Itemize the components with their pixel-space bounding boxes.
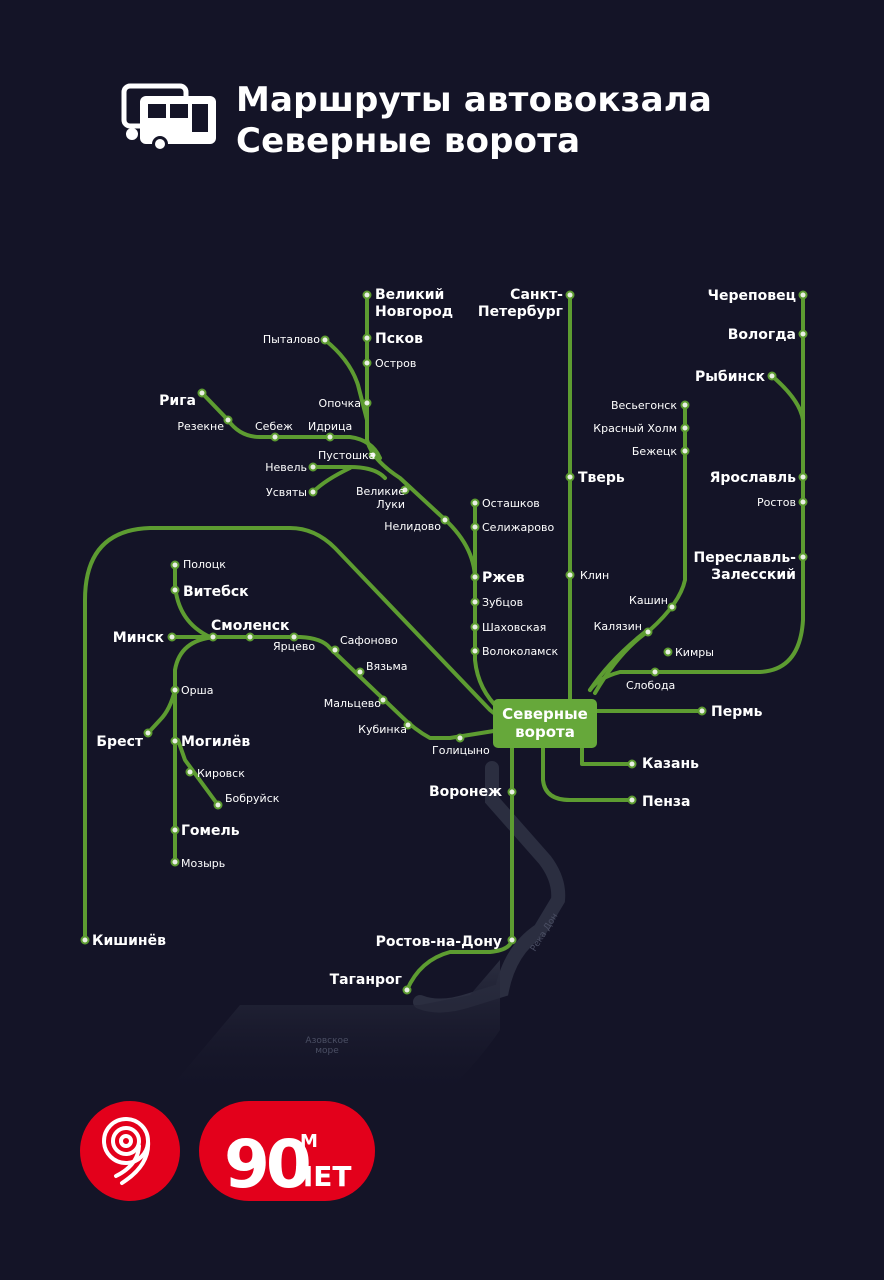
label-taganrog: Таганрог <box>330 972 402 988</box>
label-kirovsk: Кировск <box>197 767 245 780</box>
label-nevel: Невель <box>265 461 307 474</box>
label-velikie-luki-1: Великие <box>356 485 405 498</box>
title-line-1: Маршруты автовокзала <box>236 80 713 120</box>
label-mozyr: Мозырь <box>181 857 225 870</box>
label-vitebsk: Витебск <box>183 584 249 600</box>
label-maltsevo: Мальцево <box>324 697 381 710</box>
label-rzhev: Ржев <box>482 570 525 586</box>
label-perm: Пермь <box>711 704 763 720</box>
label-ostrov: Остров <box>375 357 416 370</box>
label-voronezh: Воронеж <box>429 784 502 800</box>
station-labels: Кишинёв Минск Брест Полоцк Витебск Смоле… <box>92 287 796 1056</box>
label-minsk: Минск <box>113 630 165 646</box>
label-chisinau: Кишинёв <box>92 933 166 949</box>
label-velikiy-novgorod-1: Великий <box>375 287 444 303</box>
label-vesyegonsk: Весьегонск <box>611 399 677 412</box>
river-don <box>413 761 566 1013</box>
route-lines <box>83 293 805 992</box>
label-pytalovo: Пыталово <box>263 333 320 346</box>
label-sebezh: Себеж <box>255 420 293 433</box>
metro-9-logo <box>80 1101 180 1201</box>
label-idritsa: Идрица <box>308 420 352 433</box>
label-vyazma: Вязьма <box>366 660 408 673</box>
label-selizharovo: Селижарово <box>482 521 554 534</box>
label-kimry: Кимры <box>675 646 714 659</box>
label-tver: Тверь <box>578 470 625 486</box>
hub-station-box <box>493 699 597 748</box>
label-velikie-luki-2: Луки <box>376 498 405 511</box>
label-rostov: Ростов <box>757 496 796 509</box>
label-sloboda: Слобода <box>626 679 675 692</box>
label-spb-1: Санкт- <box>510 287 563 303</box>
label-vologda: Вологда <box>728 327 796 343</box>
label-pskov: Псков <box>375 331 423 347</box>
label-riga: Рига <box>159 393 196 409</box>
label-gomel: Гомель <box>181 823 240 839</box>
label-yartsevo: Ярцево <box>273 640 315 653</box>
label-kazan: Казань <box>642 756 699 772</box>
label-volokolamsk: Волоколамск <box>482 645 559 658</box>
label-spb-2: Петербург <box>478 304 563 320</box>
label-kashin: Кашин <box>629 594 668 607</box>
label-rezekne: Резекне <box>177 420 224 433</box>
label-pustoshka: Пустошка <box>318 449 375 462</box>
label-usvyaty: Усвяты <box>266 486 307 499</box>
label-yaroslavl: Ярославль <box>710 470 797 486</box>
label-mogilev: Могилёв <box>181 734 250 750</box>
label-smolensk: Смоленск <box>211 618 290 634</box>
label-bezhetsk: Бежецк <box>632 445 677 458</box>
label-pereslavl-2: Залесский <box>711 567 796 583</box>
hub-label-2: ворота <box>515 723 575 741</box>
label-pereslavl-1: Переславль- <box>693 550 796 566</box>
label-bobruisk: Бобруйск <box>225 792 280 805</box>
azov-sea <box>160 960 500 1100</box>
label-krasny-kholm: Красный Холм <box>593 422 677 435</box>
label-opochka: Опочка <box>319 397 361 410</box>
label-ostashkov: Осташков <box>482 497 540 510</box>
label-kubinka: Кубинка <box>358 723 407 736</box>
anniversary-number: 90 <box>224 1126 309 1203</box>
label-nelidovo: Нелидово <box>384 520 441 533</box>
label-orsha: Орша <box>181 684 213 697</box>
label-rostov-on-don: Ростов-на-Дону <box>376 934 502 950</box>
label-kalyazin: Калязин <box>594 620 642 633</box>
label-azov-sea-2: море <box>315 1046 339 1056</box>
label-cherepovets: Череповец <box>708 288 796 304</box>
label-zubtsov: Зубцов <box>482 596 523 609</box>
label-azov-sea-1: Азовское <box>305 1036 349 1046</box>
anniversary-90-logo: 90 М ЛЕТ <box>199 1101 375 1203</box>
label-golitsyno: Голицыно <box>432 744 490 757</box>
station-dots <box>80 290 808 995</box>
label-polotsk: Полоцк <box>183 558 226 571</box>
label-penza: Пенза <box>642 794 690 810</box>
label-safonovo: Сафоново <box>340 634 398 647</box>
title-line-2: Северные ворота <box>236 121 581 161</box>
bus-icon <box>121 83 216 152</box>
label-klin: Клин <box>580 569 609 582</box>
hub-label-1: Северные <box>502 705 588 723</box>
label-velikiy-novgorod-2: Новгород <box>375 304 453 320</box>
label-rybinsk: Рыбинск <box>695 369 765 385</box>
label-brest: Брест <box>96 734 143 750</box>
label-shakhovskaya: Шаховская <box>482 621 546 634</box>
anniversary-m: М <box>300 1131 318 1152</box>
anniversary-years: ЛЕТ <box>290 1160 351 1193</box>
